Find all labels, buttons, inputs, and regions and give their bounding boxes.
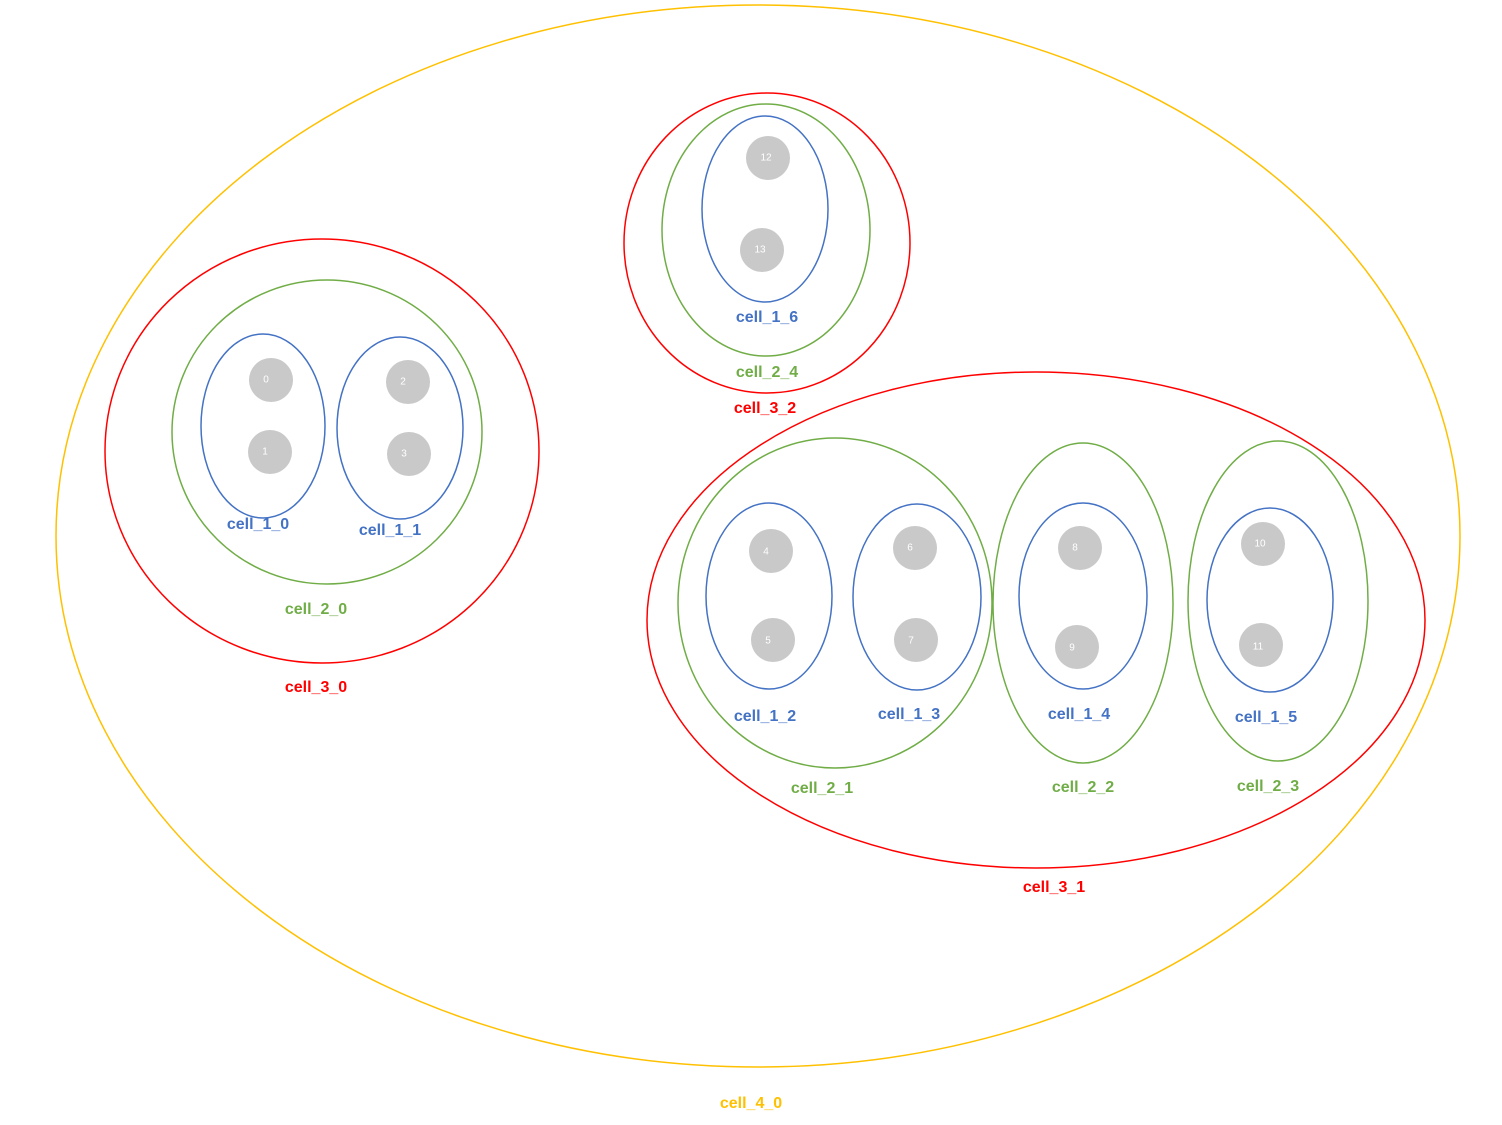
cell-1-3-boundary xyxy=(852,503,982,691)
node-6-label: 6 xyxy=(907,543,913,554)
node-5-circle xyxy=(751,618,795,662)
cell-2-2-label: cell_2_2 xyxy=(1052,779,1114,796)
cell-3-2-label: cell_3_2 xyxy=(734,400,796,417)
node-1: 1 xyxy=(248,430,292,474)
node-4: 4 xyxy=(749,529,793,573)
node-8-label: 8 xyxy=(1072,543,1078,554)
node-7: 7 xyxy=(894,618,938,662)
node-10-label: 10 xyxy=(1254,539,1266,550)
cell-2-0-label: cell_2_0 xyxy=(285,601,347,618)
node-8: 8 xyxy=(1058,526,1102,570)
node-6: 6 xyxy=(893,526,937,570)
cell-3-1-label: cell_3_1 xyxy=(1023,879,1085,896)
cell-2-3-boundary xyxy=(1187,440,1369,762)
node-0-circle xyxy=(249,358,293,402)
cell-1-5-label: cell_1_5 xyxy=(1235,709,1297,726)
node-10: 10 xyxy=(1241,522,1285,566)
cell-1-3-label: cell_1_3 xyxy=(878,706,940,723)
cell-1-4-boundary xyxy=(1018,502,1148,690)
node-0-label: 0 xyxy=(263,375,269,386)
cell-1-6-label: cell_1_6 xyxy=(736,309,798,326)
node-2-label: 2 xyxy=(400,377,406,388)
node-12: 12 xyxy=(746,136,790,180)
node-0: 0 xyxy=(249,358,293,402)
cell-1-2-boundary xyxy=(705,502,833,690)
cell-4-0-label: cell_4_0 xyxy=(720,1095,782,1112)
node-9: 9 xyxy=(1055,625,1099,669)
cell-2-3-label: cell_2_3 xyxy=(1237,778,1299,795)
node-5-label: 5 xyxy=(765,636,771,647)
cell-1-4-label: cell_1_4 xyxy=(1048,706,1110,723)
node-13-label: 13 xyxy=(754,245,766,256)
node-11-label: 11 xyxy=(1253,642,1264,653)
node-5: 5 xyxy=(751,618,795,662)
cell-3-1-boundary xyxy=(646,371,1426,869)
node-3-circle xyxy=(387,432,431,476)
cell-3-0-label: cell_3_0 xyxy=(285,679,347,696)
cell-1-1-label: cell_1_1 xyxy=(359,522,421,539)
cell-2-4-boundary xyxy=(661,103,871,357)
node-1-circle xyxy=(248,430,292,474)
node-13-circle xyxy=(740,228,784,272)
cell-1-0-boundary xyxy=(200,333,326,519)
cell-2-0-boundary xyxy=(171,279,483,585)
node-4-circle xyxy=(749,529,793,573)
cell-1-1-boundary xyxy=(336,336,464,520)
cell-3-2-boundary xyxy=(623,92,911,394)
cell-1-2-label: cell_1_2 xyxy=(734,708,796,725)
node-2: 2 xyxy=(386,360,430,404)
cell-2-2-boundary xyxy=(992,442,1174,764)
cell-1-0-label: cell_1_0 xyxy=(227,516,289,533)
cell-4-0-boundary xyxy=(55,4,1461,1068)
node-4-label: 4 xyxy=(763,547,769,558)
cell-1-6-boundary xyxy=(701,115,829,303)
node-2-circle xyxy=(386,360,430,404)
node-13: 13 xyxy=(740,228,784,272)
cell-2-4-label: cell_2_4 xyxy=(736,364,798,381)
node-12-label: 12 xyxy=(760,153,772,164)
node-3-label: 3 xyxy=(401,449,407,460)
cell-2-1-boundary xyxy=(677,437,993,769)
node-12-circle xyxy=(746,136,790,180)
node-10-circle xyxy=(1241,522,1285,566)
cell-3-0-boundary xyxy=(104,238,540,664)
node-11-circle xyxy=(1239,623,1283,667)
node-9-label: 9 xyxy=(1069,643,1075,654)
cell-1-5-boundary xyxy=(1206,507,1334,693)
node-1-label: 1 xyxy=(262,447,268,458)
node-6-circle xyxy=(893,526,937,570)
node-8-circle xyxy=(1058,526,1102,570)
node-7-label: 7 xyxy=(908,636,914,647)
node-7-circle xyxy=(894,618,938,662)
cell-2-1-label: cell_2_1 xyxy=(791,780,853,797)
node-11: 11 xyxy=(1239,623,1283,667)
node-9-circle xyxy=(1055,625,1099,669)
node-3: 3 xyxy=(387,432,431,476)
